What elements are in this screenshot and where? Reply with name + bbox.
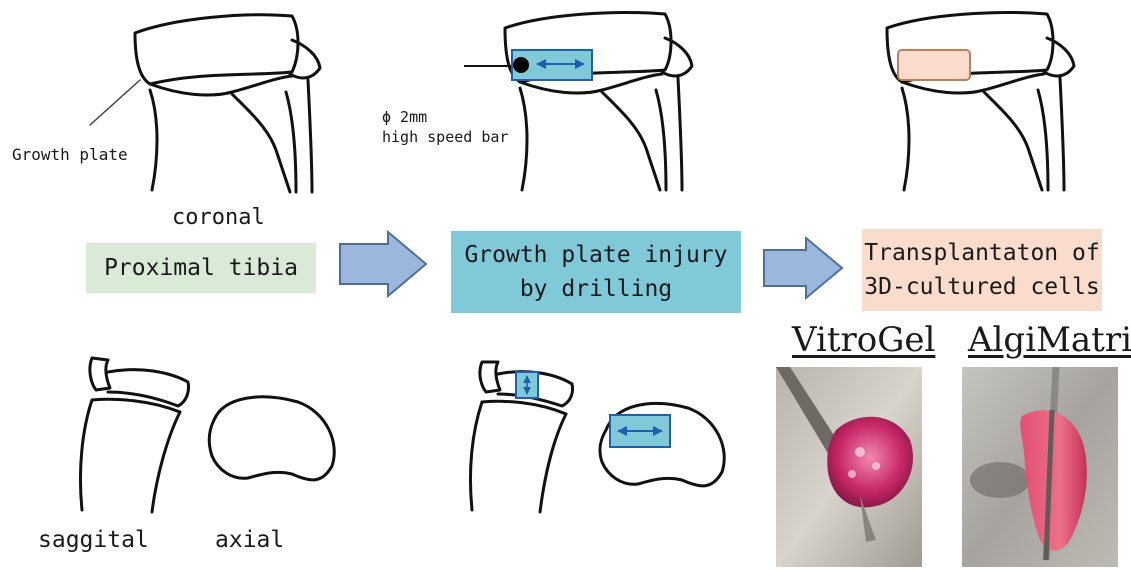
coronal-tibia-drawing	[90, 15, 320, 192]
step-injury-line1: Growth plate injury	[464, 238, 727, 272]
step-proximal-tibia: Proximal tibia	[86, 243, 316, 293]
algimatrix-label: AlgiMatrix	[968, 320, 1131, 360]
step-proximal-tibia-text: Proximal tibia	[104, 251, 298, 285]
step-transplant-line1: Transplantaton of	[864, 236, 1099, 270]
growth-plate-label: Growth plate	[12, 145, 128, 164]
algimatrix-photo	[962, 367, 1118, 567]
coronal-label: coronal	[172, 205, 265, 230]
drilled-tibia-drawing	[505, 13, 692, 190]
step-arrow-1	[340, 232, 426, 296]
step-injury-line2: by drilling	[520, 272, 672, 306]
step-transplant-line2: 3D-cultured cells	[864, 270, 1099, 304]
drill-bit	[513, 57, 529, 73]
vitrogel-label: VitroGel	[792, 320, 935, 360]
transplanted-tibia-drawing	[887, 13, 1074, 190]
sagittal-view-drawing	[80, 358, 188, 512]
step-growth-plate-injury: Growth plate injury by drilling	[451, 231, 741, 313]
drill-size-label: ϕ 2mm	[382, 108, 427, 126]
vitrogel-photo	[776, 367, 922, 567]
drill-tool-label: high speed bar	[382, 128, 508, 146]
step-transplantation: Transplantaton of 3D-cultured cells	[862, 229, 1102, 311]
step-arrow-2	[764, 238, 842, 298]
saggital-label: saggital	[38, 527, 149, 553]
axial-view-drawing	[209, 397, 334, 480]
transplant-graft	[898, 50, 970, 80]
axial-label: axial	[215, 527, 284, 553]
